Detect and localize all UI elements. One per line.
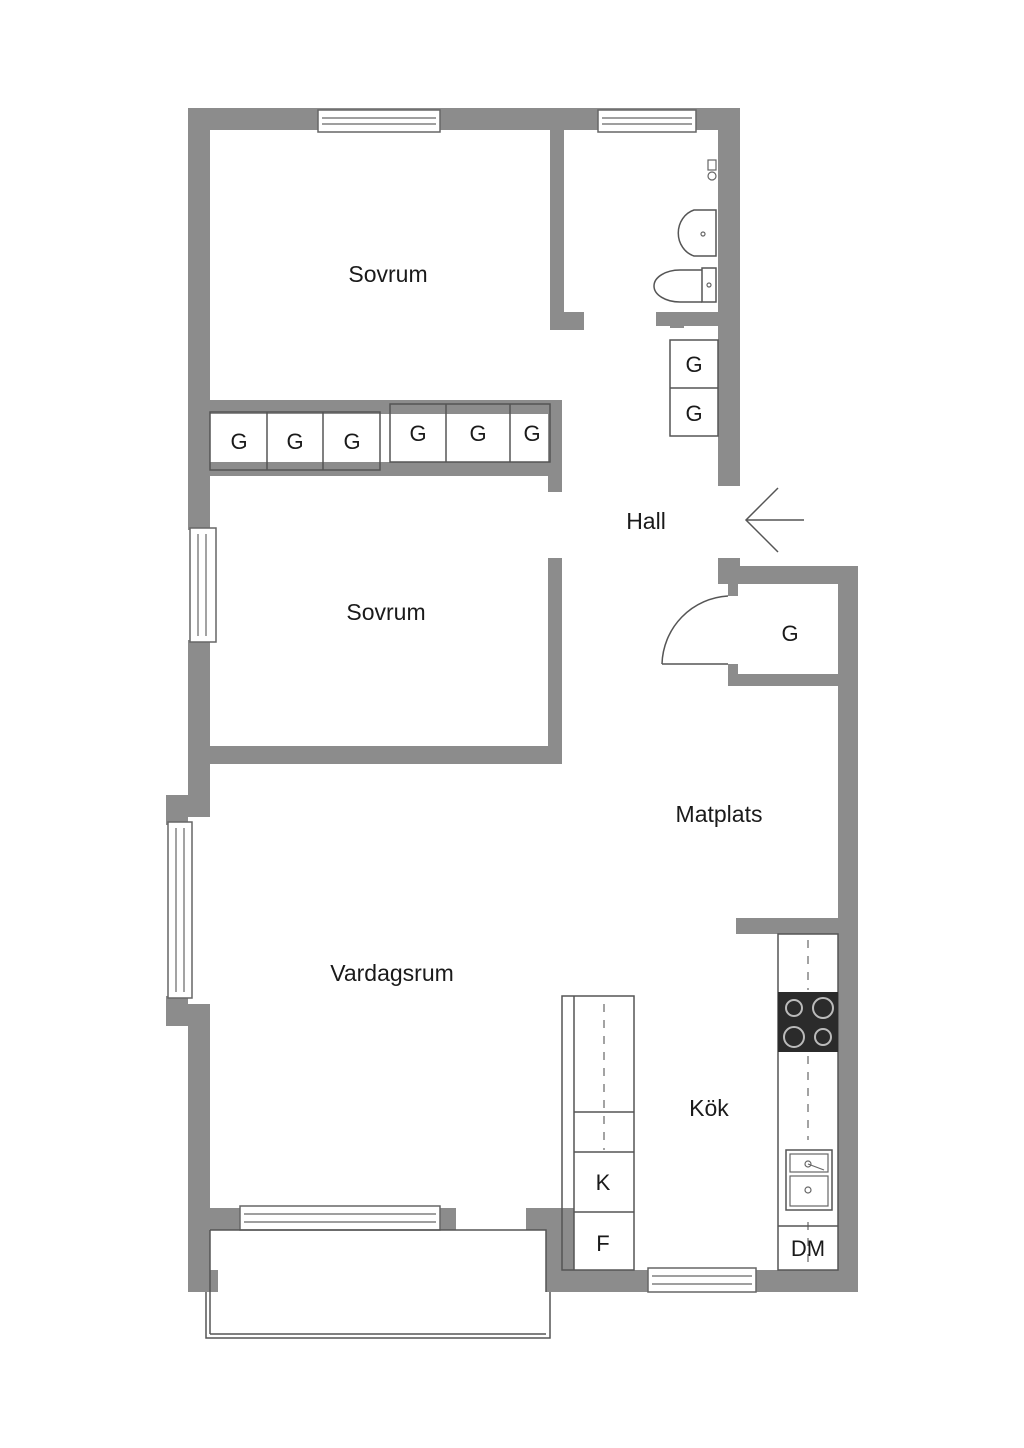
- sink-icon: [677, 209, 717, 257]
- entrance-arrow-icon: [744, 487, 804, 553]
- door-swing: [661, 595, 729, 665]
- wardrobes: G G G G G G: [209, 403, 551, 471]
- hall-closets: G G: [669, 339, 719, 437]
- wardrobe-label: G: [409, 421, 426, 446]
- room-labels: Sovrum Sovrum Hall Matplats Vardagsrum K…: [330, 261, 762, 1121]
- toilet-icon: [653, 267, 717, 303]
- kitchen-sink-icon: [785, 1149, 833, 1211]
- window-balcony: [239, 1205, 441, 1231]
- windows: [167, 109, 757, 1293]
- bathroom-fixtures: [653, 159, 717, 303]
- wardrobe-label: G: [343, 429, 360, 454]
- wardrobe-label: G: [230, 429, 247, 454]
- hall-closet-label: G: [685, 401, 702, 426]
- kitchen-right-counter: DM: [777, 933, 839, 1271]
- window-kitchen: [647, 1267, 757, 1293]
- storage-label: G: [781, 621, 798, 646]
- room-label-kok: Kök: [689, 1095, 729, 1121]
- window-top-left: [317, 109, 441, 133]
- room-label-sovrum-mid: Sovrum: [346, 599, 425, 625]
- shower-icon: [707, 159, 717, 181]
- kitchen-left-counter: K F: [561, 995, 635, 1271]
- wardrobe-label: G: [469, 421, 486, 446]
- room-label-vardagsrum: Vardagsrum: [330, 960, 454, 986]
- walls: [166, 108, 858, 1292]
- hall-closet-label: G: [685, 352, 702, 377]
- stove-icon: [778, 992, 838, 1052]
- room-label-sovrum-top: Sovrum: [348, 261, 427, 287]
- balcony: [205, 1229, 551, 1339]
- wardrobe-label: G: [523, 421, 540, 446]
- storage-closet: G: [661, 595, 799, 665]
- room-label-hall: Hall: [626, 508, 666, 534]
- wardrobe-label: G: [286, 429, 303, 454]
- window-left-living: [167, 821, 193, 999]
- freezer-label: F: [596, 1231, 609, 1256]
- fridge-label: K: [596, 1170, 611, 1195]
- dishwasher-label: DM: [791, 1236, 825, 1261]
- room-label-matplats: Matplats: [676, 801, 763, 827]
- window-top-bath: [597, 109, 697, 133]
- window-left-bedroom: [189, 527, 217, 643]
